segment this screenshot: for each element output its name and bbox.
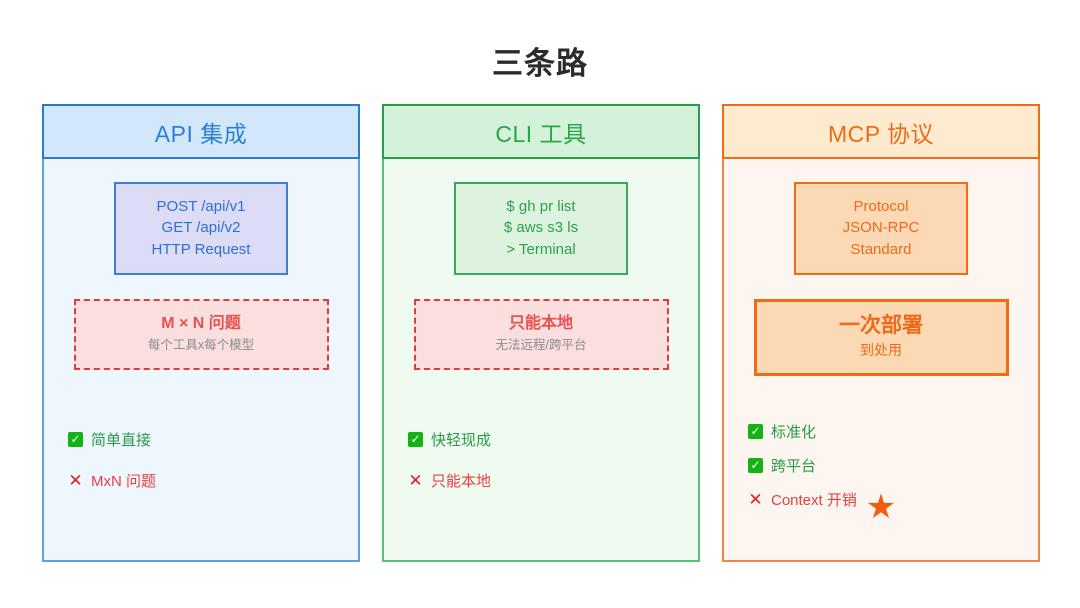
check-icon: ✓ bbox=[68, 432, 83, 447]
bullet-item: ✓ 快轻现成 bbox=[408, 429, 674, 450]
bullet-label: MxN 问题 bbox=[91, 473, 156, 490]
code-box-api: POST /api/v1 GET /api/v2 HTTP Request bbox=[114, 182, 288, 275]
bullet-item: ✕ 只能本地 bbox=[408, 470, 674, 491]
note-box-cli: 只能本地 无法远程/跨平台 bbox=[413, 298, 669, 370]
note-box-mcp: 一次部署 到处用 bbox=[753, 298, 1009, 376]
bullet-label: Context 开销 bbox=[771, 492, 857, 509]
bullet-list-cli: ✓ 快轻现成 ✕ 只能本地 bbox=[408, 429, 674, 511]
note-main-cli: 只能本地 bbox=[508, 314, 573, 332]
check-icon: ✓ bbox=[748, 458, 763, 473]
cross-icon: ✕ bbox=[68, 471, 83, 490]
column-header-api: API 集成 bbox=[42, 104, 360, 159]
note-sub-cli: 无法远程/跨平台 bbox=[495, 338, 587, 353]
bullet-label: 标准化 bbox=[771, 424, 817, 441]
bullet-item: ✓ 简单直接 bbox=[68, 429, 334, 450]
code-box-mcp: Protocol JSON-RPC Standard bbox=[794, 182, 968, 275]
bullet-item: ✕ Context 开销 bbox=[748, 489, 1014, 510]
page-title: 三条路 bbox=[492, 46, 588, 81]
bullet-label: 简单直接 bbox=[91, 432, 152, 449]
bullet-list-mcp: ✓ 标准化 ✓ 跨平台 ✕ Context 开销 bbox=[748, 421, 1014, 523]
bullet-label: 跨平台 bbox=[771, 458, 817, 475]
check-icon: ✓ bbox=[748, 424, 763, 439]
column-cli: CLI 工具 $ gh pr list $ aws s3 ls > Termin… bbox=[382, 104, 700, 562]
bullet-label: 快轻现成 bbox=[431, 432, 492, 449]
bullet-item: ✕ MxN 问题 bbox=[68, 470, 334, 491]
note-box-api: M × N 问题 每个工具x每个模型 bbox=[73, 298, 329, 370]
column-body-cli: $ gh pr list $ aws s3 ls > Terminal 只能本地… bbox=[382, 159, 700, 562]
column-group: API 集成 POST /api/v1 GET /api/v2 HTTP Req… bbox=[42, 104, 1040, 562]
check-icon: ✓ bbox=[408, 432, 423, 447]
note-main-mcp: 一次部署 bbox=[839, 313, 923, 337]
bullet-list-api: ✓ 简单直接 ✕ MxN 问题 bbox=[68, 429, 334, 511]
column-mcp: MCP 协议 Protocol JSON-RPC Standard 一次部署 到… bbox=[722, 104, 1040, 562]
star-icon: ★ bbox=[865, 488, 897, 526]
cross-icon: ✕ bbox=[748, 490, 763, 509]
bullet-label: 只能本地 bbox=[431, 473, 492, 490]
column-header-cli: CLI 工具 bbox=[382, 104, 700, 159]
bullet-item: ✓ 标准化 bbox=[748, 421, 1014, 442]
note-sub-mcp: 到处用 bbox=[860, 342, 902, 359]
note-main-api: M × N 问题 bbox=[161, 314, 241, 332]
column-body-api: POST /api/v1 GET /api/v2 HTTP Request M … bbox=[42, 159, 360, 562]
column-header-mcp: MCP 协议 bbox=[722, 104, 1040, 159]
bullet-item: ✓ 跨平台 bbox=[748, 455, 1014, 476]
column-body-mcp: Protocol JSON-RPC Standard 一次部署 到处用 ✓ 标准… bbox=[722, 159, 1040, 562]
column-api: API 集成 POST /api/v1 GET /api/v2 HTTP Req… bbox=[42, 104, 360, 562]
code-box-cli: $ gh pr list $ aws s3 ls > Terminal bbox=[454, 182, 628, 275]
cross-icon: ✕ bbox=[408, 471, 423, 490]
note-sub-api: 每个工具x每个模型 bbox=[147, 338, 255, 353]
